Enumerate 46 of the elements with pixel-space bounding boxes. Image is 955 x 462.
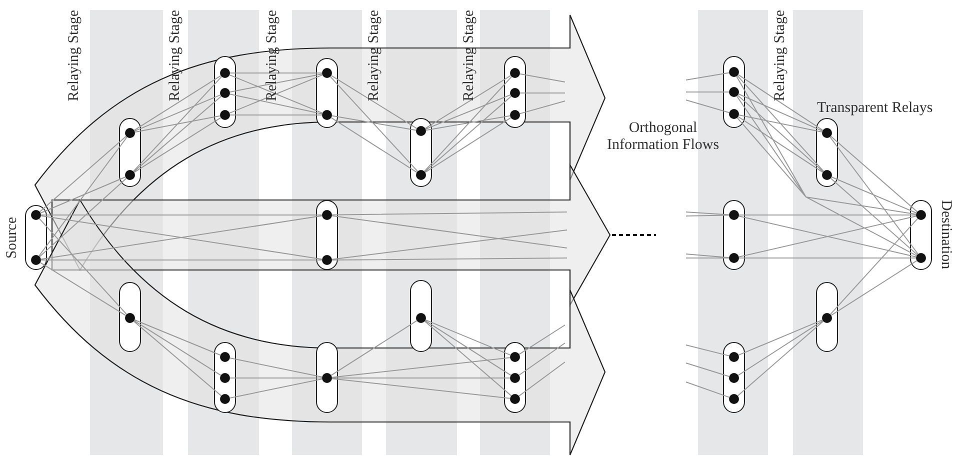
relay-node (816, 282, 838, 352)
relay-node (214, 342, 236, 413)
stage-label: Relaying Stage (167, 10, 184, 102)
relay-label: Transparent Relays (817, 100, 933, 117)
connection-line (40, 214, 323, 260)
connection-line (133, 319, 222, 396)
relay-node (316, 200, 338, 270)
node-caption: Destination (937, 200, 954, 270)
connection-line (132, 75, 222, 173)
connection-line (332, 357, 510, 399)
connection-line (229, 72, 323, 116)
connection-line (686, 72, 730, 114)
connection-line (736, 76, 918, 256)
stage-label: Relaying Stage (66, 10, 83, 102)
connection-line (830, 136, 918, 256)
relay-node (504, 342, 526, 413)
relay-node (410, 280, 432, 352)
connection-line (229, 358, 323, 398)
relay-node (119, 282, 141, 352)
relay-node (25, 205, 47, 270)
stage-label: Relaying Stage (366, 10, 383, 102)
connection-line (518, 324, 566, 396)
connection-line (686, 212, 730, 258)
connection-line (737, 319, 824, 396)
connection-line (738, 214, 917, 258)
connection-line (686, 344, 730, 398)
stage-label: Relaying Stage (461, 10, 478, 102)
connection-line (519, 73, 566, 114)
connection-line (330, 75, 418, 173)
relay-node (723, 200, 745, 270)
relay-node (504, 56, 526, 128)
connection-line (330, 320, 418, 376)
flow-label: Orthogonal Information Flows (606, 120, 720, 154)
relay-node (910, 200, 932, 270)
relay-node (316, 342, 338, 413)
connection-line (332, 212, 568, 260)
stage-label: Relaying Stage (772, 10, 789, 102)
connection-line (424, 319, 512, 396)
relay-node (723, 342, 745, 413)
stage-label: Relaying Stage (264, 10, 281, 102)
connection-line (38, 218, 128, 316)
connection-line (424, 75, 512, 173)
node-caption: Source (4, 216, 21, 258)
connection-line (830, 218, 918, 316)
connection-line (38, 136, 128, 258)
connection-line (736, 74, 824, 173)
